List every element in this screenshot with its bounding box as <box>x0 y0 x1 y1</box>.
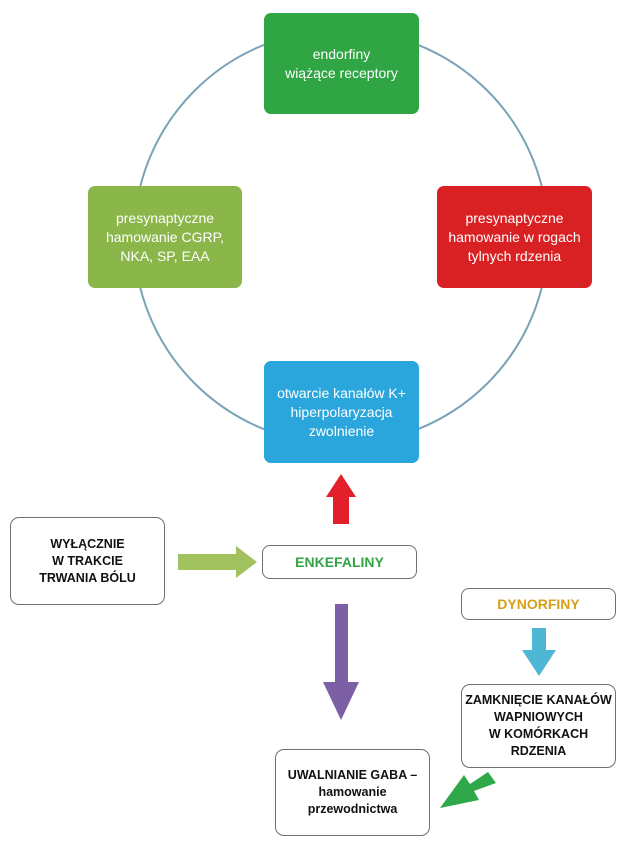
potassium-line-1: otwarcie kanałów K+ <box>277 384 406 401</box>
endorphins-line-2: wiążące receptory <box>285 64 398 81</box>
dynorphins-label: DYNORFINY <box>461 588 616 620</box>
calcium-line-1: ZAMKNIĘCIE KANAŁÓW <box>465 693 612 707</box>
arrow-dynorphins-to-channels <box>522 628 556 676</box>
potassium-channels-box: otwarcie kanałów K+ hiperpolaryzacja zwo… <box>264 361 419 463</box>
gaba-line-1: UWALNIANIE GABA – <box>287 768 418 782</box>
calcium-line-2: WAPNIOWYCH <box>494 710 583 724</box>
calcium-channels-box: ZAMKNIĘCIE KANAŁÓW WAPNIOWYCH W KOMÓRKAC… <box>461 684 616 768</box>
presynaptic-cgrp-box: presynaptyczne hamowanie CGRP, NKA, SP, … <box>88 186 242 288</box>
enkephalins-label: ENKEFALINY <box>262 545 417 579</box>
arrow-to-potassium-channels <box>326 474 356 524</box>
pain-line-3: TRWANIA BÓLU <box>39 570 136 585</box>
only-during-pain-box: WYŁĄCZNIE W TRAKCIE TRWANIA BÓLU <box>10 517 165 605</box>
potassium-line-2: hiperpolaryzacja <box>290 403 393 420</box>
endorphins-box: endorfiny wiążące receptory <box>264 13 419 114</box>
arrow-channels-to-gaba <box>440 772 496 808</box>
cgrp-line-2: hamowanie CGRP, <box>105 228 225 245</box>
presynaptic-dorsal-horn-box: presynaptyczne hamowanie w rogach tylnyc… <box>437 186 592 288</box>
calcium-line-4: RDZENIA <box>510 744 567 758</box>
arrow-enkephalins-to-gaba <box>323 604 359 720</box>
arrow-pain-to-enkephalins <box>178 546 257 578</box>
dorsal-horn-line-2: hamowanie w rogach <box>448 228 581 245</box>
endorphins-line-1: endorfiny <box>312 45 371 62</box>
gaba-release-box: UWALNIANIE GABA – hamowanie przewodnictw… <box>275 749 430 836</box>
gaba-line-3: przewodnictwa <box>307 802 398 816</box>
calcium-line-3: W KOMÓRKACH <box>488 727 589 741</box>
pain-line-2: W TRAKCIE <box>52 553 123 568</box>
cgrp-line-3: NKA, SP, EAA <box>120 247 210 264</box>
pain-line-1: WYŁĄCZNIE <box>50 536 125 551</box>
gaba-line-2: hamowanie <box>318 785 387 799</box>
cgrp-line-1: presynaptyczne <box>115 209 215 226</box>
potassium-line-3: zwolnienie <box>308 422 375 439</box>
dorsal-horn-line-3: tylnych rdzenia <box>467 247 562 264</box>
dorsal-horn-line-1: presynaptyczne <box>465 209 564 226</box>
